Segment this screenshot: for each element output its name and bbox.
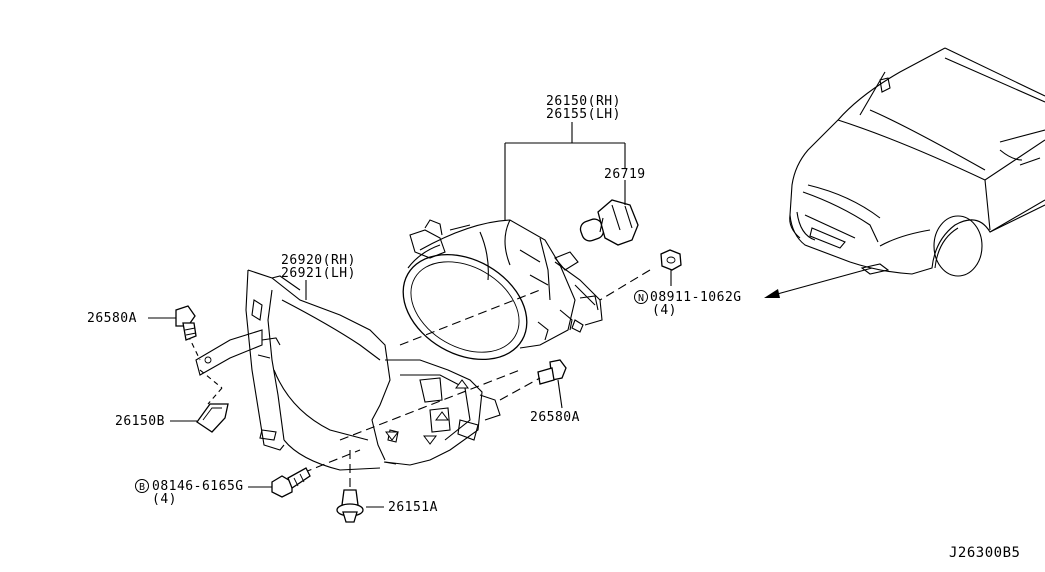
label-clip: 26150B bbox=[115, 414, 165, 429]
label-fog-lamp-rh: 26150(RH) bbox=[546, 94, 621, 109]
label-bolt-qty: (4) bbox=[152, 492, 177, 507]
part-labels: 26150(RH) 26155(LH) 26719 26920(RH) 2692… bbox=[87, 94, 1020, 561]
bracket-axis-lower bbox=[339, 369, 521, 441]
label-bulb: 26719 bbox=[604, 167, 646, 182]
screw-axis-upper bbox=[187, 334, 201, 361]
label-fog-lamp-lh: 26155(LH) bbox=[546, 107, 621, 122]
diagram-id: J26300B5 bbox=[949, 545, 1020, 561]
clip-axis-b bbox=[207, 387, 223, 405]
grommet-part bbox=[336, 489, 364, 523]
bracket-axis-upper bbox=[399, 289, 541, 346]
vehicle-illustration bbox=[789, 47, 1045, 277]
leader-lines bbox=[148, 122, 626, 508]
bolt-symbol-circle bbox=[135, 479, 149, 493]
label-bracket-rh: 26920(RH) bbox=[281, 253, 356, 268]
label-screw-lower: 26580A bbox=[530, 410, 580, 425]
bracket-assembly bbox=[195, 269, 501, 471]
label-screw-upper: 26580A bbox=[87, 311, 137, 326]
bulb-part bbox=[579, 199, 639, 246]
nut-axis bbox=[599, 269, 651, 301]
clip-axis-a bbox=[199, 369, 223, 389]
nut-symbol-circle bbox=[634, 290, 648, 304]
screw-upper-part bbox=[175, 305, 197, 341]
nut-part bbox=[660, 249, 682, 286]
label-nut-qty: (4) bbox=[652, 303, 677, 318]
location-arrow bbox=[764, 267, 873, 298]
bolt-part bbox=[271, 467, 311, 498]
screw-lower-part bbox=[499, 359, 567, 409]
label-nut: 08911-1062G bbox=[650, 290, 742, 305]
bolt-axis bbox=[289, 449, 361, 479]
label-grommet: 26151A bbox=[388, 500, 438, 515]
clip-part bbox=[196, 403, 229, 433]
label-bolt: 08146-6165G bbox=[152, 479, 244, 494]
label-bracket-lh: 26921(LH) bbox=[281, 266, 356, 281]
label-bolt-symbol: B bbox=[139, 482, 145, 493]
label-nut-symbol: N bbox=[638, 293, 644, 304]
fog-lamp-assembly bbox=[402, 219, 603, 361]
